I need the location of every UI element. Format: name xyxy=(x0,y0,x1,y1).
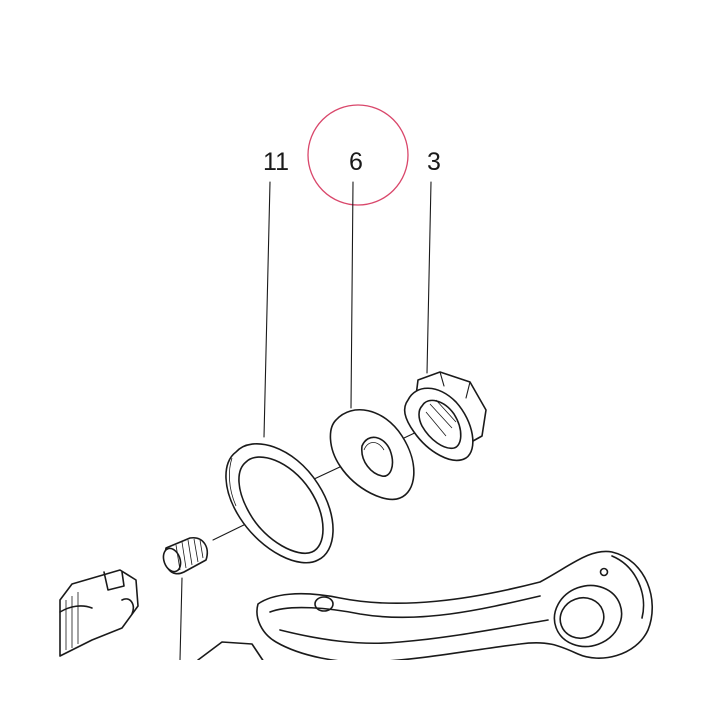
callout-label-11: 11 xyxy=(263,148,289,176)
leader-line-11 xyxy=(263,181,271,438)
flange-nut-part-3 xyxy=(403,371,487,462)
highlight-circle xyxy=(307,104,409,206)
pivot-shaft xyxy=(59,569,139,657)
crop-mask xyxy=(0,660,720,720)
callout-label-6: 6 xyxy=(349,148,363,176)
callout-label-3: 3 xyxy=(427,148,441,176)
pedal-arm xyxy=(197,550,653,673)
large-washer-part-11 xyxy=(225,443,334,564)
leader-line-6 xyxy=(350,181,354,409)
leader-line-bushing xyxy=(179,577,183,661)
threaded-bushing xyxy=(162,537,208,661)
leader-line-3 xyxy=(426,181,432,374)
small-washer-part-6 xyxy=(329,408,415,501)
